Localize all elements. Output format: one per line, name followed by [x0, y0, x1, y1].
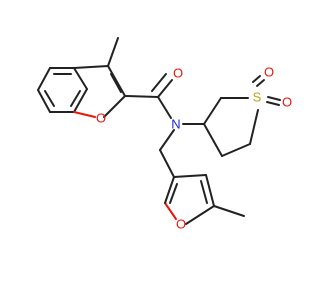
benzofuran-furan-ring	[73, 37, 126, 118]
benzofuran-oxygen-label: O	[96, 111, 106, 126]
sulfone-oxygen-right-label: O	[282, 95, 292, 110]
sulfone-sulfur-label: S	[253, 90, 262, 105]
amide-group	[124, 73, 173, 119]
methylene-linker	[159, 129, 175, 178]
structure-drawing: O N O S O O O	[37, 37, 292, 232]
sulfolane-ring	[182, 75, 281, 157]
molecule-diagram: O N O S O O O	[37, 37, 292, 232]
benzene-ring	[37, 67, 88, 113]
methylfuran-ring	[164, 174, 245, 225]
furan-oxygen-label: O	[176, 217, 186, 232]
amide-nitrogen-label: N	[171, 117, 180, 132]
carbonyl-oxygen-label: O	[173, 66, 183, 81]
sulfone-oxygen-top-label: O	[264, 65, 274, 80]
